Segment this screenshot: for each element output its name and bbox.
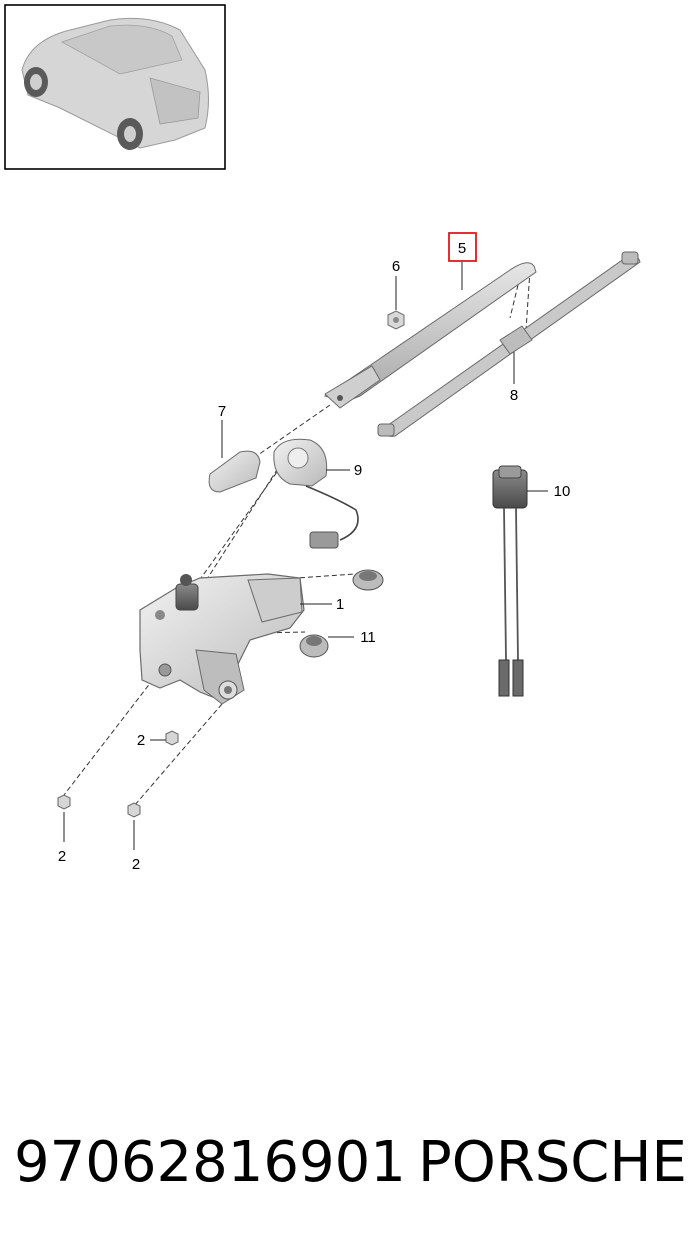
wiper-blade-part bbox=[377, 251, 641, 437]
nut-part bbox=[387, 310, 405, 330]
small-nut-part bbox=[57, 730, 179, 818]
guide-lines bbox=[63, 269, 531, 807]
callout-11[interactable]: 11 bbox=[360, 629, 376, 646]
callout-2c[interactable]: 2 bbox=[132, 856, 140, 873]
connector-part bbox=[492, 465, 528, 697]
wiper-arm-part bbox=[323, 262, 537, 409]
seal-part bbox=[273, 438, 359, 549]
car-silhouette-icon bbox=[21, 17, 209, 150]
callout-2a[interactable]: 2 bbox=[137, 732, 145, 749]
callout-2b[interactable]: 2 bbox=[58, 848, 66, 865]
callout-8[interactable]: 8 bbox=[510, 387, 518, 404]
callout-6[interactable]: 6 bbox=[392, 258, 400, 275]
grommet-part bbox=[299, 569, 384, 658]
cap-part bbox=[208, 450, 261, 493]
callout-9[interactable]: 9 bbox=[354, 462, 362, 479]
part-number: 97062816901 bbox=[14, 1130, 406, 1195]
wiper-motor-part bbox=[139, 573, 305, 705]
brand-name: PORSCHE bbox=[418, 1130, 687, 1195]
leader-lines bbox=[63, 262, 548, 850]
callout-1[interactable]: 1 bbox=[336, 596, 344, 613]
callout-10[interactable]: 10 bbox=[554, 483, 571, 500]
callout-5[interactable]: 5 bbox=[458, 240, 466, 257]
vehicle-thumbnail bbox=[4, 4, 226, 170]
highlight-box bbox=[448, 232, 477, 262]
callout-7[interactable]: 7 bbox=[218, 403, 226, 420]
